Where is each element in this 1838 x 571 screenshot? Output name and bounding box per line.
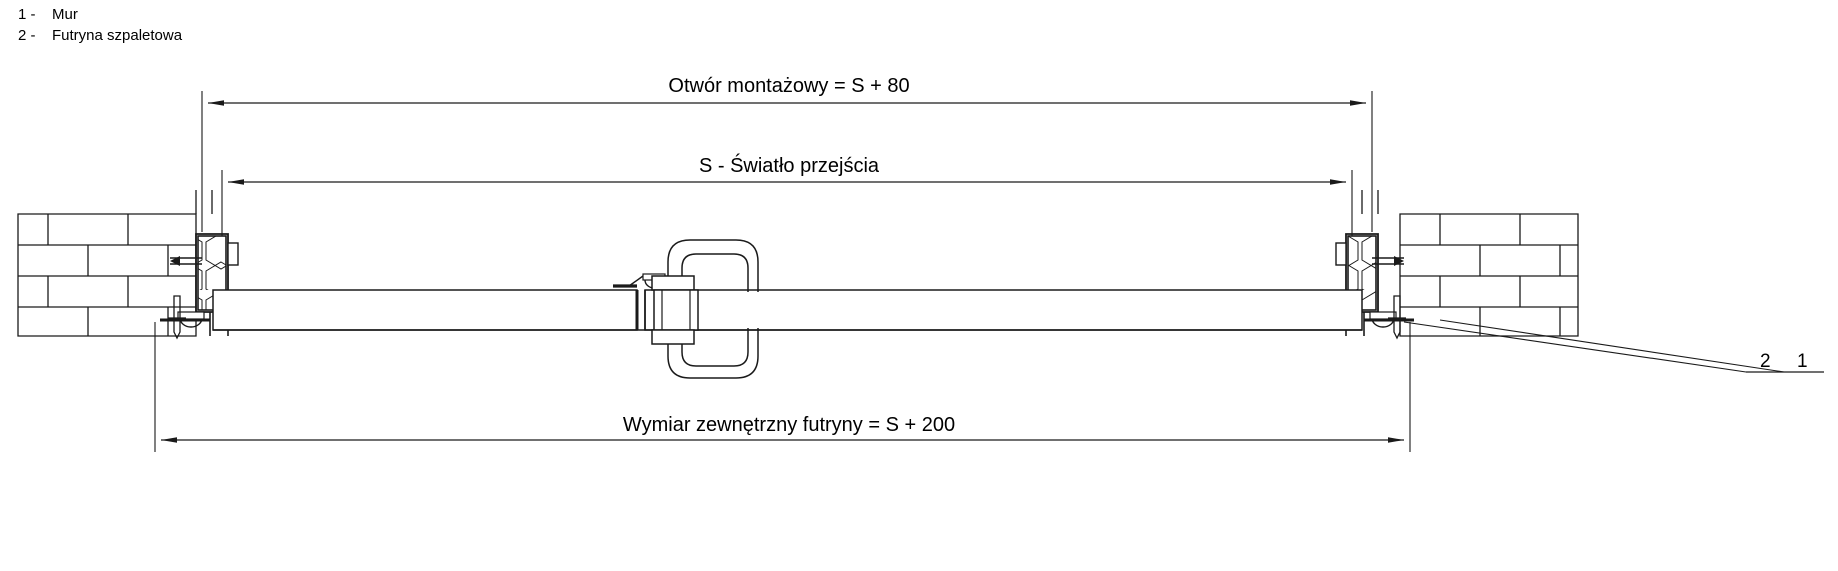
legend-key: 2 - xyxy=(18,27,36,44)
legend-label: Futryna szpaletowa xyxy=(52,27,183,44)
callout-2: 2 xyxy=(1760,351,1771,372)
wall-left xyxy=(17,213,197,337)
door-leaf xyxy=(212,273,1363,331)
dimension-label-clear-passage: S - Światło przejścia xyxy=(698,155,880,177)
legend-key: 1 - xyxy=(18,6,36,23)
dimension-clear-passage xyxy=(221,170,1353,236)
dimension-opening-width xyxy=(201,91,1373,232)
legend-item-2: 2 - Futryna szpaletowa xyxy=(18,25,182,46)
wall-right xyxy=(1399,213,1579,337)
anchor-right xyxy=(1372,256,1406,340)
dimension-label-frame-outer-width: Wymiar zewnętrzny futryny = S + 200 xyxy=(622,414,956,436)
door-handle xyxy=(651,239,759,379)
legend-item-1: 1 - Mur xyxy=(18,4,182,25)
legend-label: Mur xyxy=(52,6,78,23)
dimension-label-opening-width: Otwór montażowy = S + 80 xyxy=(668,75,910,97)
dimension-frame-outer-width xyxy=(154,322,1411,452)
anchor-left xyxy=(168,256,202,340)
legend: 1 - Mur 2 - Futryna szpaletowa xyxy=(18,4,182,46)
callout-1: 1 xyxy=(1797,351,1808,372)
callout-leaders xyxy=(1403,319,1824,373)
